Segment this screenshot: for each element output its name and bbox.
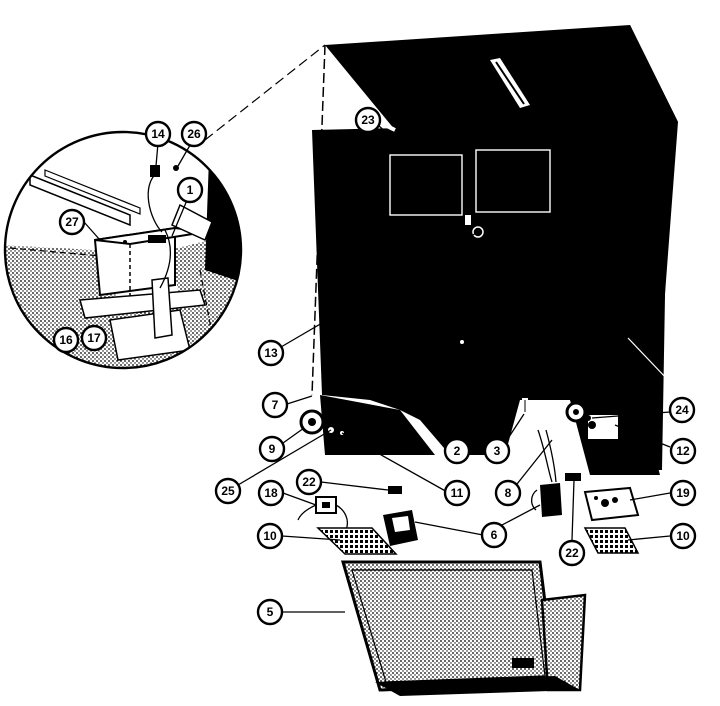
- detail-inset: [3, 44, 326, 370]
- leader-lines: [83, 125, 671, 613]
- svg-text:23: 23: [361, 113, 375, 127]
- svg-text:2: 2: [454, 444, 461, 458]
- svg-text:10: 10: [676, 529, 690, 543]
- callout-12: 12: [669, 437, 697, 465]
- part-22-right: [565, 473, 581, 481]
- part-6-right: [530, 483, 562, 517]
- svg-text:13: 13: [264, 346, 278, 360]
- callout-6: 6: [480, 521, 508, 549]
- svg-text:12: 12: [676, 444, 690, 458]
- callout-3: 3: [483, 437, 511, 465]
- svg-text:10: 10: [263, 529, 277, 543]
- callout-9: 9: [258, 435, 286, 463]
- callout-22-right: 22: [558, 539, 586, 567]
- svg-text:27: 27: [65, 215, 79, 229]
- svg-text:26: 26: [187, 127, 201, 141]
- cabinet: [299, 25, 678, 483]
- window-right: [475, 149, 551, 213]
- svg-text:17: 17: [87, 331, 101, 345]
- callout-22-left: 22: [295, 468, 323, 496]
- callout-10-left: 10: [256, 522, 284, 550]
- svg-text:25: 25: [221, 484, 235, 498]
- callout-25: 25: [214, 477, 242, 505]
- callout-2: 2: [443, 437, 471, 465]
- grille-left: [316, 527, 398, 555]
- svg-text:1: 1: [187, 183, 194, 197]
- window-left: [389, 154, 463, 216]
- left-foot: [320, 395, 435, 455]
- part-22-left: [388, 486, 402, 494]
- callout-27: 27: [58, 208, 86, 236]
- svg-text:22: 22: [565, 546, 579, 560]
- callout-1: 1: [176, 176, 204, 204]
- callout-16: 16: [52, 326, 80, 354]
- callout-5: 5: [256, 598, 284, 626]
- svg-text:11: 11: [451, 486, 464, 500]
- callout-11: 11: [443, 479, 471, 507]
- callout-18: 18: [257, 479, 285, 507]
- part-6-left: [383, 510, 418, 546]
- callout-8: 8: [494, 479, 522, 507]
- svg-text:7: 7: [272, 398, 279, 412]
- front-grille-panel: [341, 560, 587, 696]
- svg-text:19: 19: [676, 486, 690, 500]
- callout-14: 14: [144, 120, 172, 148]
- svg-text:3: 3: [494, 444, 501, 458]
- callout-7: 7: [261, 391, 289, 419]
- svg-text:16: 16: [59, 333, 73, 347]
- svg-text:22: 22: [302, 475, 316, 489]
- svg-text:18: 18: [264, 486, 278, 500]
- svg-text:6: 6: [491, 528, 498, 542]
- svg-text:9: 9: [269, 442, 276, 456]
- svg-text:8: 8: [505, 486, 512, 500]
- callout-24: 24: [668, 396, 696, 424]
- callout-17: 17: [80, 324, 108, 352]
- part-19: [583, 486, 640, 522]
- svg-text:24: 24: [675, 403, 689, 417]
- callout-13: 13: [257, 339, 285, 367]
- callout-23: 23: [354, 106, 382, 134]
- grille-right: [583, 527, 640, 554]
- part-18: [297, 496, 349, 531]
- callout-19: 19: [669, 479, 697, 507]
- callout-10-right: 10: [669, 522, 697, 550]
- svg-text:5: 5: [267, 605, 274, 619]
- svg-text:14: 14: [151, 127, 165, 141]
- cabinet-front: [312, 122, 668, 470]
- callout-26: 26: [180, 120, 208, 148]
